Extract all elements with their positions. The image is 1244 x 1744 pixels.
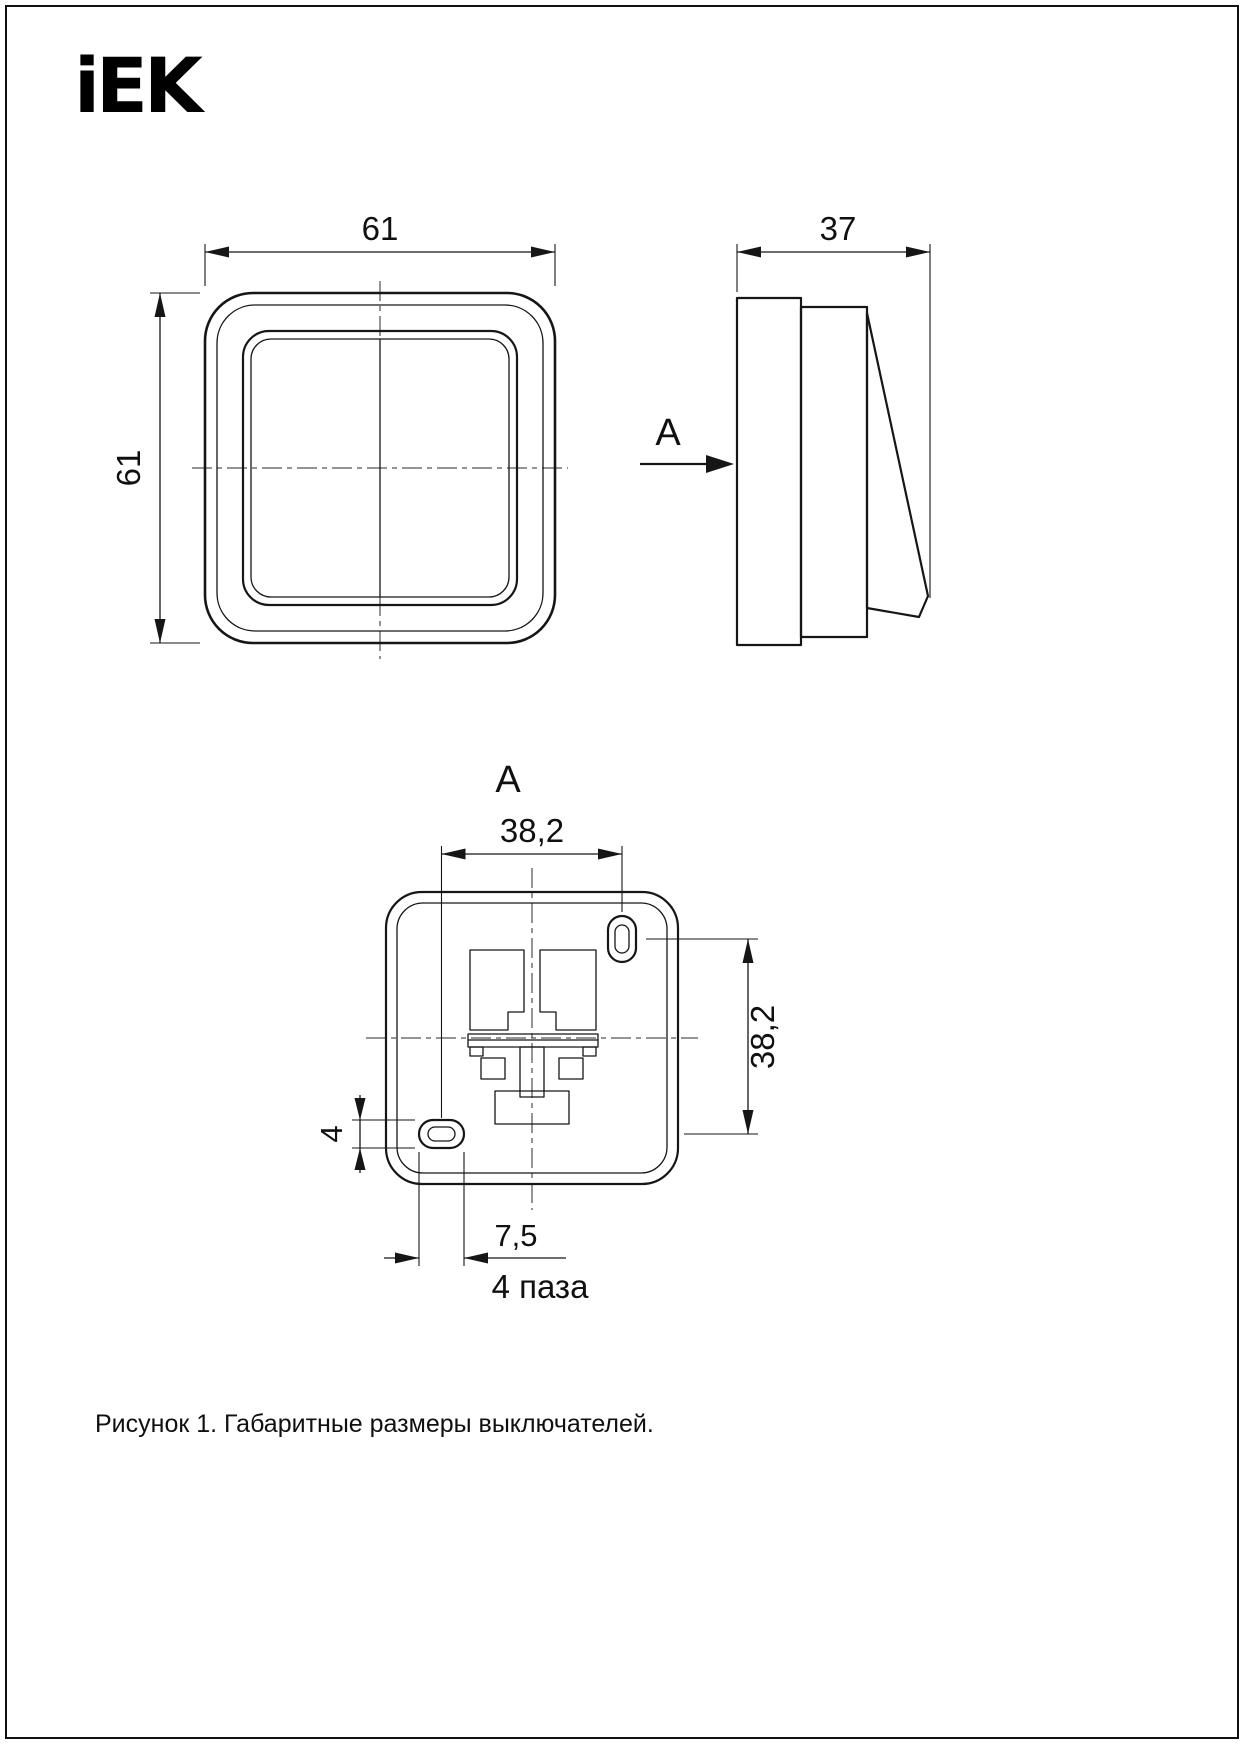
front-inner-frame bbox=[216, 304, 544, 632]
dim-arrowhead bbox=[742, 1110, 754, 1134]
side-base-plate bbox=[735, 296, 803, 647]
cutout-square-left bbox=[480, 1057, 506, 1080]
slot-height-dimension: 4 bbox=[314, 1095, 415, 1173]
side-depth-label: 37 bbox=[820, 210, 857, 247]
cutout-square-right bbox=[558, 1057, 584, 1080]
cutout-tab-right bbox=[582, 1046, 597, 1057]
rear-body-inner-outline bbox=[396, 902, 668, 1174]
dim-arrowhead bbox=[742, 939, 754, 963]
dim-arrowhead bbox=[464, 1252, 488, 1264]
front-height-dimension: 61 bbox=[110, 292, 200, 644]
mounting-slot-top-right bbox=[606, 914, 638, 964]
front-width-label: 61 bbox=[362, 210, 399, 247]
mechanism-cutouts bbox=[467, 949, 599, 1125]
view-arrowhead-icon bbox=[706, 455, 734, 473]
front-view: 61 61 bbox=[110, 210, 568, 659]
slot-outer bbox=[606, 914, 638, 964]
slot-outer bbox=[417, 1118, 466, 1150]
slot-inner bbox=[614, 924, 630, 954]
cutout-plate-right bbox=[539, 949, 597, 1031]
dim-arrowhead bbox=[205, 246, 229, 258]
dim-arrowhead bbox=[354, 1098, 366, 1120]
side-view: 37 А bbox=[640, 210, 931, 647]
mounting-slot-bottom-left bbox=[417, 1118, 466, 1150]
cutout-tab-left bbox=[469, 1046, 484, 1057]
dim-arrowhead bbox=[906, 246, 930, 258]
cutout-bottom-bar bbox=[494, 1090, 570, 1125]
cutout-center-bar bbox=[519, 1046, 545, 1098]
rear-spacing-x-dimension: 38,2 bbox=[440, 812, 623, 1118]
dim-arrowhead bbox=[395, 1252, 419, 1264]
dim-arrowhead bbox=[154, 293, 166, 317]
dim-arrowhead bbox=[737, 246, 761, 258]
page-border bbox=[5, 5, 1239, 1739]
slot-width-label: 7,5 bbox=[494, 1218, 537, 1253]
slot-width-dimension: 7,5 4 паза bbox=[384, 1152, 589, 1305]
rear-view-title: А bbox=[495, 759, 521, 801]
view-direction-indicator: А bbox=[640, 412, 734, 473]
rear-spacing-y-label: 38,2 bbox=[744, 1005, 781, 1069]
rear-body-outline bbox=[384, 890, 680, 1186]
dim-arrowhead bbox=[354, 1148, 366, 1170]
front-width-dimension: 61 bbox=[204, 210, 556, 286]
figure-caption: Рисунок 1. Габаритные размеры выключател… bbox=[95, 1410, 654, 1438]
cutout-plate-left bbox=[469, 949, 525, 1031]
front-rocker-surround bbox=[241, 329, 519, 607]
brand-logo: iEK bbox=[74, 41, 206, 130]
dim-arrowhead bbox=[154, 619, 166, 643]
rear-spacing-x-label: 38,2 bbox=[500, 812, 564, 849]
front-height-label: 61 bbox=[110, 450, 147, 487]
slot-height-label: 4 bbox=[314, 1125, 349, 1142]
front-outer-frame bbox=[203, 291, 557, 645]
slot-count-note: 4 паза bbox=[492, 1268, 590, 1305]
rear-spacing-y-dimension: 38,2 bbox=[646, 938, 781, 1135]
dim-arrowhead bbox=[531, 246, 555, 258]
dim-arrowhead bbox=[441, 848, 466, 860]
rear-view: А bbox=[314, 759, 781, 1305]
dim-arrowhead bbox=[598, 848, 622, 860]
side-cover bbox=[799, 305, 869, 639]
side-depth-dimension: 37 bbox=[736, 210, 931, 598]
slot-inner bbox=[427, 1126, 456, 1142]
side-rocker-profile bbox=[865, 311, 930, 619]
view-direction-label: А bbox=[655, 412, 681, 454]
